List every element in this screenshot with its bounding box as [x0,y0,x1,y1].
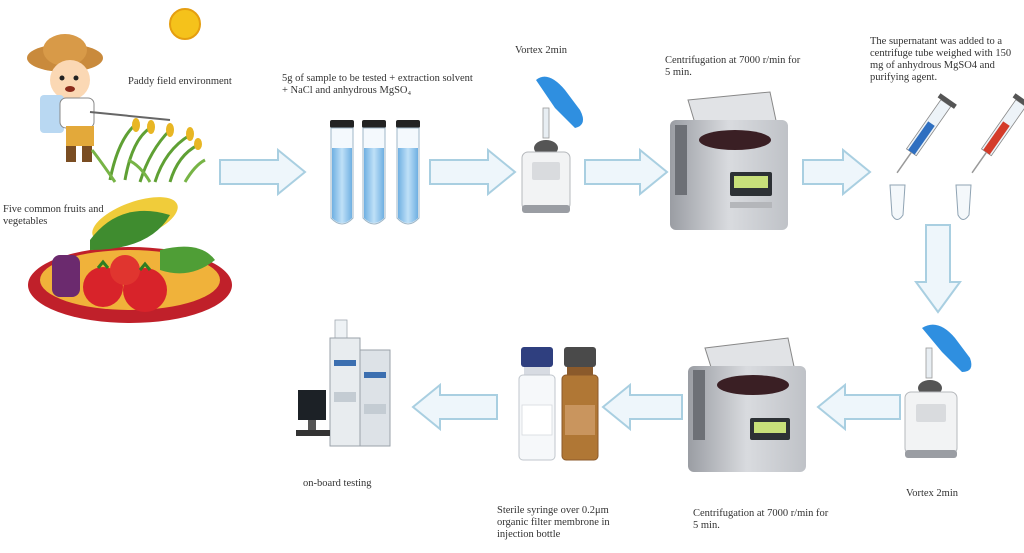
label-paddy-field: Paddy field environment [128,76,232,87]
centrifuge-icon [670,91,788,230]
arrow-8-left [411,382,498,432]
label-fruits-vegetables: Five common fruits and vegetables [3,204,104,227]
label-vortex-top: Vortex 2min [515,45,568,56]
vial-icon [518,347,599,461]
rice-plant-icon [90,118,206,183]
vortex-mixer-icon [521,76,584,213]
test-tubes-icon [330,120,420,225]
arrow-7-left [601,382,683,432]
label-filter: Sterile syringe over 0.2μm organic filte… [497,505,610,540]
farmer-icon [27,34,171,162]
label-centrifuge-top: Centrifugation at 7000 r/min for 5 min. [665,55,801,78]
label-sample-prep: 5g of sample to be tested + extraction s… [282,73,473,96]
arrow-4 [802,147,872,197]
hplc-instrument-icon [296,319,391,447]
label-centrifuge-bottom: Centrifugation at 7000 r/min for 5 min. [693,508,829,531]
arrow-5-down [914,224,962,314]
label-supernatant: The supernatant was added to a centrifug… [870,36,1012,83]
syringe-icon [889,93,1024,220]
label-vortex-bottom: Vortex 2min [906,488,959,499]
arrow-6-left [816,382,901,432]
label-onboard: on-board testing [303,478,372,489]
arrow-3 [584,147,669,197]
arrow-1 [219,147,307,197]
vegetable-plate-icon [28,197,232,323]
arrow-2 [429,147,517,197]
vortex-mixer-bottom-icon [904,324,972,458]
sun-icon [169,8,201,40]
centrifuge-bottom-icon [688,337,806,472]
